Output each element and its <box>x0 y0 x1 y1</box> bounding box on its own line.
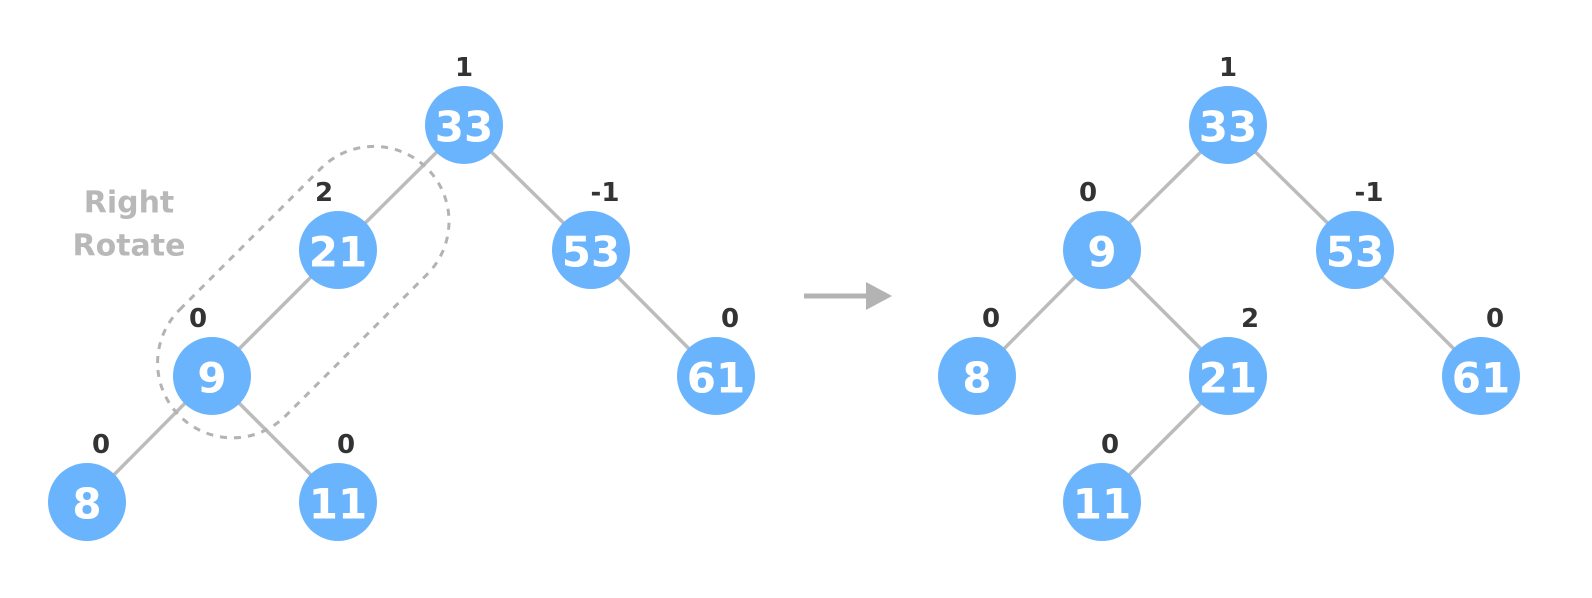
before-node-53-balance-factor: -1 <box>591 178 620 208</box>
before-node-8-circle <box>48 463 126 541</box>
rotate-label-line-2: Rotate <box>73 229 186 264</box>
before-node-21-balance-factor: 2 <box>315 178 333 208</box>
before-node-61-value: 61 <box>687 354 745 403</box>
after-node-33-value: 33 <box>1199 103 1257 152</box>
after-node-61-value: 61 <box>1452 354 1510 403</box>
after-node-21-circle <box>1189 337 1267 415</box>
after-node-11-balance-factor: 0 <box>1101 430 1119 460</box>
before-node-33-circle <box>425 86 503 164</box>
after-node-8: 80 <box>938 304 1016 415</box>
after-node-21-value: 21 <box>1199 354 1257 403</box>
rotate-label-line-1: Right <box>84 186 175 221</box>
transition-arrow-icon <box>804 282 892 310</box>
after-node-8-balance-factor: 0 <box>982 304 1000 334</box>
after-node-33-circle <box>1189 86 1267 164</box>
before-node-9-balance-factor: 0 <box>189 304 207 334</box>
after-node-8-value: 8 <box>962 354 991 403</box>
before-node-8-balance-factor: 0 <box>92 430 110 460</box>
before-node-61-balance-factor: 0 <box>721 304 739 334</box>
before-node-61: 61 0 <box>677 304 755 415</box>
after-node-61-circle <box>1442 337 1520 415</box>
before-node-21-value: 21 <box>309 228 367 277</box>
after-node-9: 90 <box>1063 178 1141 289</box>
after-node-33-balance-factor: 1 <box>1219 53 1237 83</box>
after-node-61-balance-factor: 0 <box>1486 304 1504 334</box>
after-node-9-value: 9 <box>1087 228 1116 277</box>
before-node-11-balance-factor: 0 <box>337 430 355 460</box>
before-node-9: 90 <box>173 304 251 415</box>
after-node-8-circle <box>938 337 1016 415</box>
before-node-33-balance-factor: 1 <box>455 53 473 83</box>
before-node-61-circle <box>677 337 755 415</box>
before-node-9-circle <box>173 337 251 415</box>
after-node-53-balance-factor: -1 <box>1355 178 1384 208</box>
before-node-53-circle <box>552 211 630 289</box>
after-node-11-value: 11 <box>1073 480 1131 529</box>
before-node-53: 53 -1 <box>552 178 630 289</box>
before-node-11: 11 0 <box>299 430 377 541</box>
before-node-11-circle <box>299 463 377 541</box>
before-node-33-value: 33 <box>435 103 493 152</box>
before-node-11-value: 11 <box>309 480 367 529</box>
after-node-9-balance-factor: 0 <box>1079 178 1097 208</box>
before-node-8: 80 <box>48 430 126 541</box>
edges-layer <box>85 123 1483 504</box>
before-node-8-value: 8 <box>72 480 101 529</box>
after-node-21-balance-factor: 2 <box>1241 304 1259 334</box>
after-node-33: 33 1 <box>1189 53 1267 164</box>
after-node-53: 53 -1 <box>1316 178 1394 289</box>
before-node-53-value: 53 <box>562 228 620 277</box>
rotation-group-outline <box>156 144 451 440</box>
after-node-21: 21 2 <box>1189 304 1267 415</box>
before-node-33: 33 1 <box>425 53 503 164</box>
after-node-11-circle <box>1063 463 1141 541</box>
before-node-21-circle <box>299 211 377 289</box>
before-node-9-value: 9 <box>197 354 226 403</box>
after-node-9-circle <box>1063 211 1141 289</box>
before-node-21: 21 2 <box>299 178 377 289</box>
after-node-53-value: 53 <box>1326 228 1384 277</box>
after-node-61: 61 0 <box>1442 304 1520 415</box>
after-node-53-circle <box>1316 211 1394 289</box>
after-node-11: 11 0 <box>1063 430 1141 541</box>
